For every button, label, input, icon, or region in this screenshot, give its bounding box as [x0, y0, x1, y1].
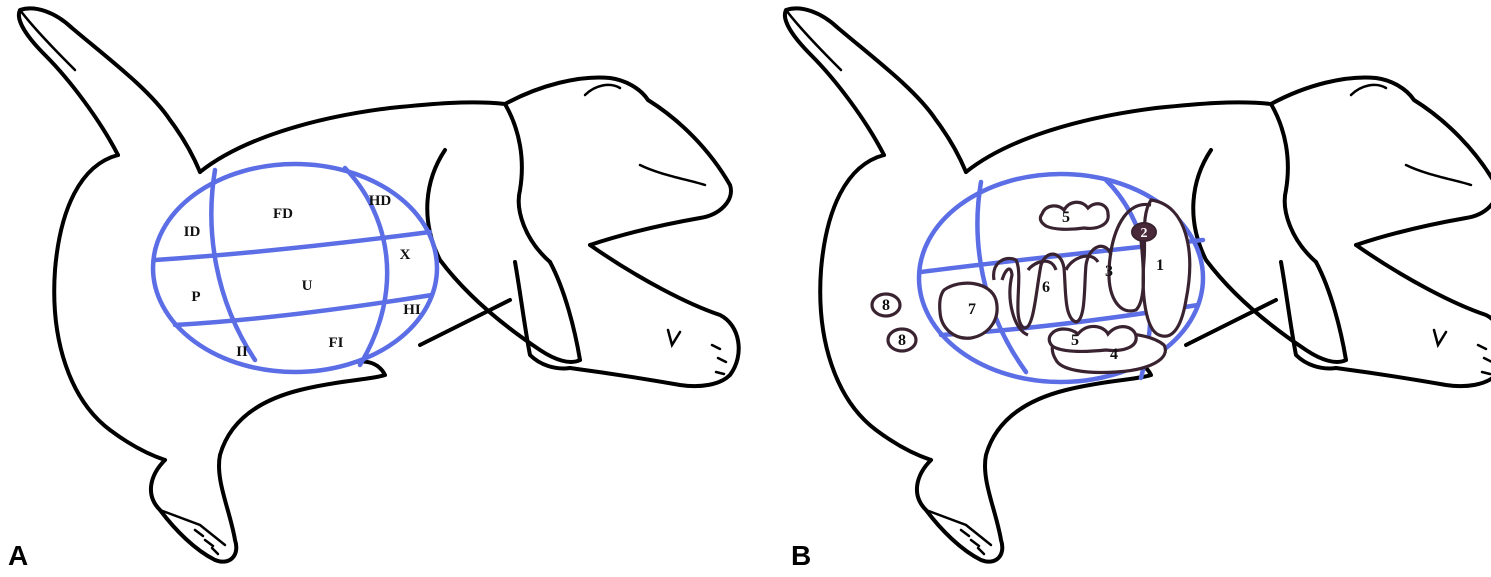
organ-label-4: 4: [1110, 346, 1118, 363]
region-label-hd: HD: [369, 193, 392, 209]
region-label-u: U: [302, 278, 313, 294]
panel-b: 1 2 3 4 5 5 6 7 8 8 B: [785, 8, 1491, 571]
organ-label-7: 7: [968, 301, 976, 318]
organ-label-1: 1: [1156, 257, 1164, 274]
organ-label-8a: 8: [882, 297, 890, 314]
region-label-fd: FD: [273, 206, 293, 222]
organ-label-5-upper: 5: [1062, 209, 1070, 226]
bear-outline-a: [19, 8, 739, 561]
region-label-id: ID: [184, 224, 201, 240]
organ-5-lower: [1049, 326, 1136, 351]
panel-a: ID FD HD X U P HI II FI A: [8, 8, 739, 571]
organ-label-5-lower: 5: [1071, 332, 1079, 349]
panel-letter-b: B: [791, 540, 811, 571]
organ-label-8b: 8: [898, 332, 906, 349]
organ-label-2: 2: [1141, 226, 1148, 241]
organ-label-6: 6: [1042, 279, 1050, 296]
grid-lower-horizontal-a: [175, 295, 432, 325]
grid-left-vertical-a: [211, 170, 255, 360]
region-label-p: P: [191, 289, 200, 305]
grid-outer-ellipse-a: [153, 164, 437, 372]
region-label-hi: HI: [403, 302, 421, 318]
abdominal-grid-a: [153, 164, 437, 372]
organ-5-upper: [1040, 202, 1108, 229]
bear-outline-b: [785, 8, 1491, 561]
organ-1: [1143, 200, 1190, 336]
region-label-x: X: [400, 247, 411, 263]
region-label-ii: II: [236, 344, 248, 360]
organ-label-3: 3: [1105, 263, 1113, 280]
panel-letter-a: A: [8, 540, 28, 571]
region-label-fi: FI: [329, 335, 344, 351]
